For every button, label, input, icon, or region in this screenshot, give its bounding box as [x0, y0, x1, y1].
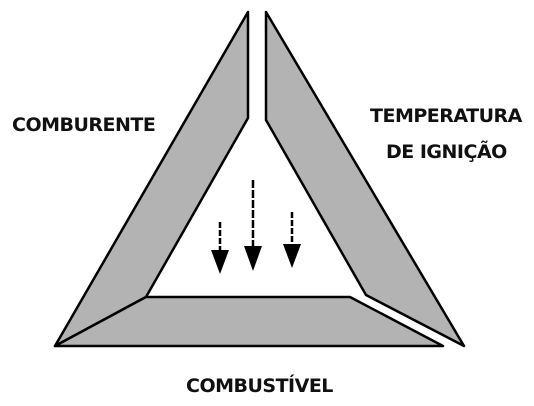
combustivel-side [53, 295, 445, 348]
temperatura-label-line1: TEMPERATURA [370, 105, 523, 127]
comburente-label: COMBURENTE [12, 114, 155, 136]
down-arrow-icon [244, 180, 262, 271]
temperatura-side [264, 10, 466, 348]
combustivel-label: COMBUSTÍVEL [186, 374, 333, 397]
down-arrow-icon [283, 212, 301, 268]
down-arrow-icon [211, 222, 229, 274]
temperatura-label-line2: DE IGNIÇÃO [386, 139, 507, 163]
